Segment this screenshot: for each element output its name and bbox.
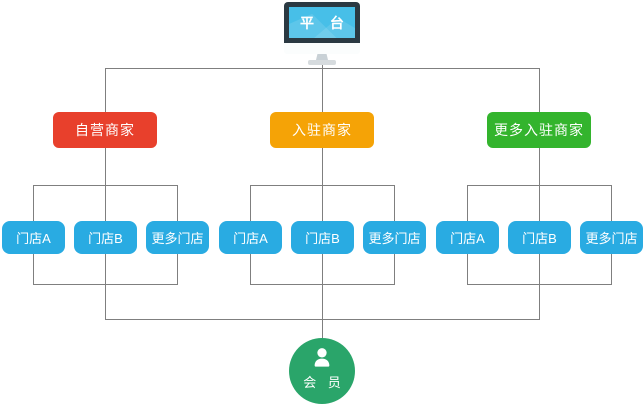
store-node: 更多门店 bbox=[363, 221, 426, 254]
store-label: 门店A bbox=[450, 231, 485, 246]
merchant-node-self-operated: 自营商家 bbox=[53, 112, 157, 148]
store-label: 门店B bbox=[305, 231, 340, 246]
member-person-icon bbox=[314, 348, 330, 367]
merchant-label: 更多入驻商家 bbox=[494, 122, 584, 138]
member-node: 会 员 bbox=[289, 338, 355, 404]
store-node: 门店A bbox=[2, 221, 65, 254]
store-label: 更多门店 bbox=[151, 231, 204, 246]
store-node: 门店A bbox=[219, 221, 282, 254]
member-label: 会 员 bbox=[303, 375, 345, 390]
store-node: 更多门店 bbox=[580, 221, 643, 254]
platform-node: 平 台 bbox=[284, 2, 360, 65]
merchant-label: 自营商家 bbox=[75, 122, 135, 138]
merchant-node-more-settled: 更多入驻商家 bbox=[487, 112, 591, 148]
monitor-screen: 平 台 bbox=[289, 7, 355, 38]
connector-drop-merchant-1 bbox=[105, 68, 106, 113]
connector-drop-merchant-3 bbox=[539, 68, 540, 113]
store-node: 门店B bbox=[74, 221, 137, 254]
merchant-label: 入驻商家 bbox=[292, 122, 352, 138]
store-node: 门店B bbox=[508, 221, 571, 254]
monitor-stand-neck bbox=[316, 54, 328, 60]
connector-drop-merchant-2 bbox=[322, 68, 323, 113]
merchant-node-settled: 入驻商家 bbox=[270, 112, 374, 148]
monitor-bezel bbox=[284, 43, 360, 54]
store-node: 门店A bbox=[436, 221, 499, 254]
monitor-icon: 平 台 bbox=[284, 2, 360, 43]
platform-label: 平 台 bbox=[300, 14, 350, 31]
monitor-stand-base bbox=[308, 60, 336, 65]
store-label: 门店A bbox=[233, 231, 268, 246]
store-label: 门店B bbox=[522, 231, 557, 246]
store-label: 门店A bbox=[16, 231, 51, 246]
store-node: 更多门店 bbox=[146, 221, 209, 254]
store-label: 门店B bbox=[88, 231, 123, 246]
store-label: 更多门店 bbox=[368, 231, 421, 246]
connector-bottom-horizontal bbox=[105, 319, 540, 320]
store-label: 更多门店 bbox=[585, 231, 638, 246]
store-node: 门店B bbox=[291, 221, 354, 254]
